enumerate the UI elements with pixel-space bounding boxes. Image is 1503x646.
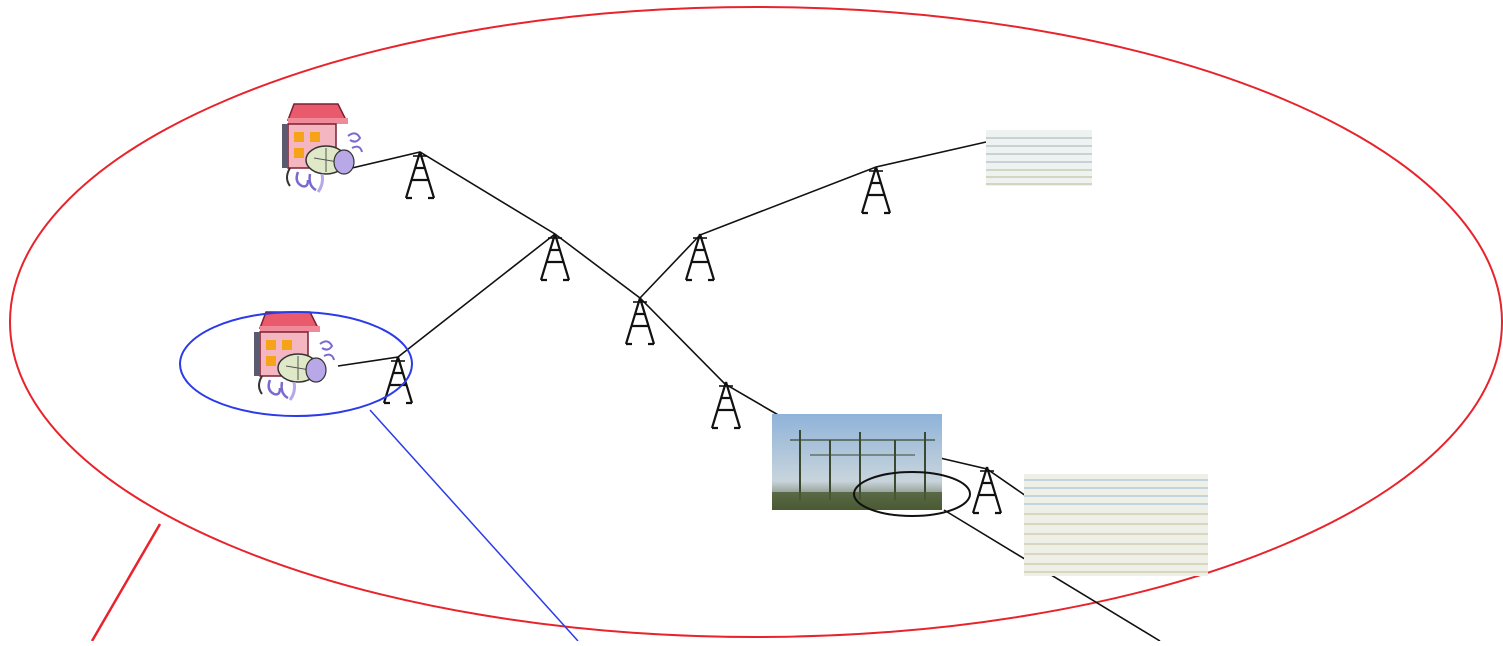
grid-region-callout — [90, 523, 162, 642]
transmission-tower-icon — [404, 150, 436, 200]
home-highlight-ring — [179, 311, 413, 417]
home-callout-line — [369, 409, 579, 642]
power-plant-photo — [1024, 474, 1208, 576]
transmission-tower-icon — [624, 296, 656, 346]
grid-region-boundary — [9, 6, 1503, 638]
transmission-tower-icon — [860, 165, 892, 215]
transmission-tower-icon — [684, 232, 716, 282]
house-with-meter-icon — [252, 310, 336, 402]
substation-photo — [772, 414, 942, 510]
power-plant-photo — [986, 130, 1092, 186]
house-with-meter-icon — [280, 102, 364, 194]
transmission-tower-icon — [710, 380, 742, 430]
transmission-tower-icon — [971, 465, 1003, 515]
substation-highlight-ring — [853, 471, 971, 517]
